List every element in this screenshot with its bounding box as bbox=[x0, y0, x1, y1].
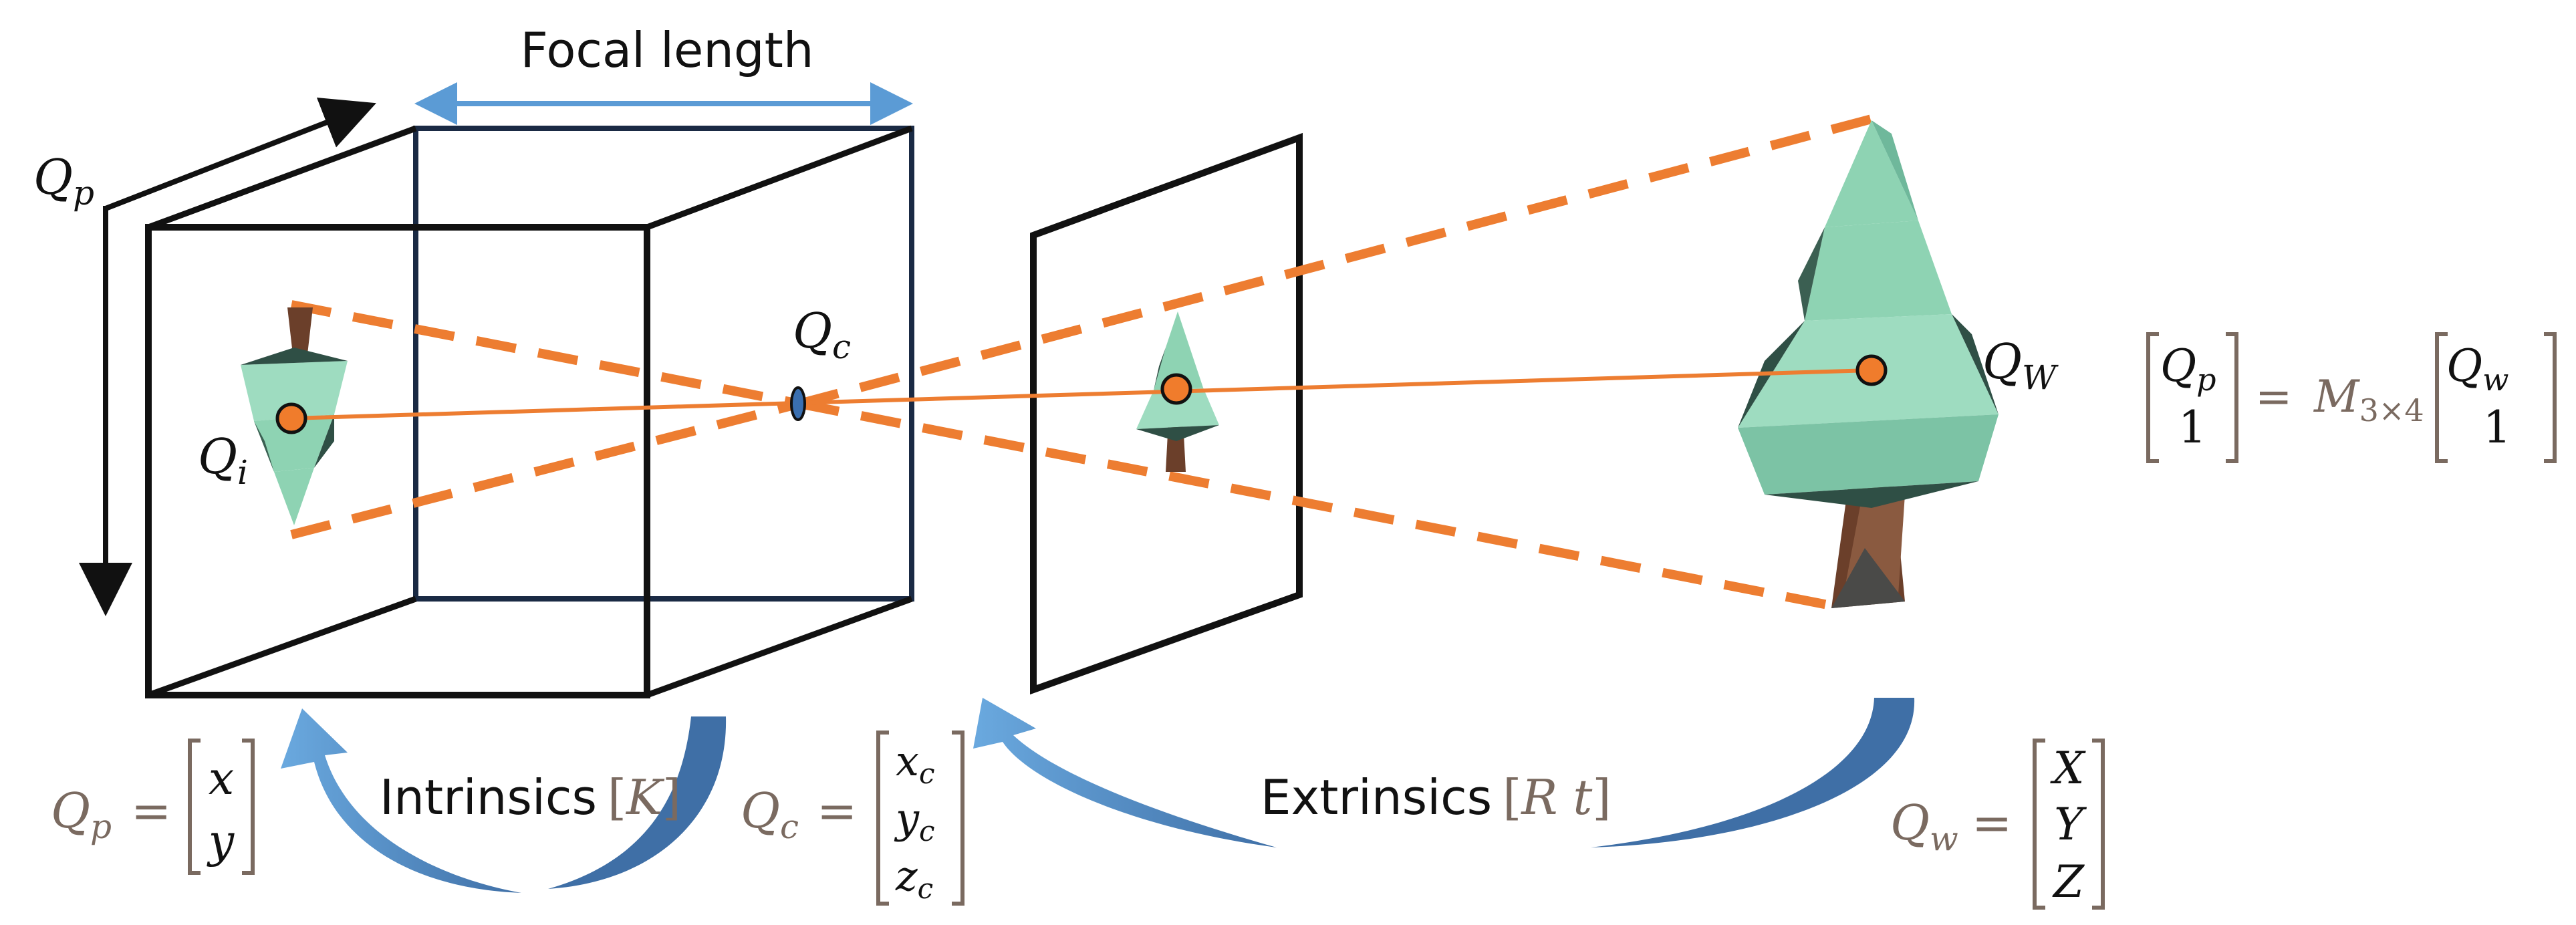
extrinsics-arrow bbox=[973, 698, 1915, 847]
svg-text:y: y bbox=[207, 815, 235, 868]
world-tree bbox=[1738, 120, 1999, 608]
svg-text:Z: Z bbox=[2052, 856, 2085, 908]
camera-edge bbox=[147, 596, 417, 698]
svg-text:M3×4: M3×4 bbox=[2313, 371, 2424, 428]
camera-edge bbox=[646, 125, 913, 231]
svg-text:1: 1 bbox=[2178, 402, 2206, 453]
intrinsics-label: Intrinsics[K] bbox=[380, 769, 681, 825]
camera-back-face bbox=[413, 126, 914, 602]
svg-text:=: = bbox=[817, 783, 857, 839]
point-QW bbox=[1855, 354, 1888, 386]
svg-text:Qc: Qc bbox=[741, 783, 799, 846]
focal-length-label: Focal length bbox=[521, 22, 814, 78]
svg-text:Y: Y bbox=[2054, 799, 2087, 850]
formula-Qc: Qc = xc yc zc bbox=[741, 731, 964, 906]
pixel-axis-x-arrow bbox=[104, 97, 376, 211]
image-plane bbox=[1030, 132, 1303, 695]
ray-top-outer bbox=[798, 114, 1873, 408]
svg-text:zc: zc bbox=[895, 851, 933, 905]
image-plane-tree bbox=[1136, 311, 1219, 472]
extrinsics-label: Extrinsics[R t] bbox=[1261, 769, 1611, 825]
svg-text:=: = bbox=[131, 783, 171, 839]
camera-front-face bbox=[145, 224, 650, 698]
formula-Qw: Qw = X Y Z bbox=[1890, 739, 2105, 910]
svg-text:=: = bbox=[1972, 795, 2012, 851]
projection-formula: Qp 1 = M3×4 Qw 1 bbox=[2146, 332, 2557, 463]
svg-text:xc: xc bbox=[896, 737, 935, 790]
svg-text:=: = bbox=[2255, 371, 2292, 422]
focal-length-indicator: Focal length bbox=[414, 22, 913, 125]
sensor-image-tree bbox=[241, 307, 348, 525]
svg-text:Qw: Qw bbox=[2446, 340, 2508, 398]
svg-text:1: 1 bbox=[2483, 402, 2511, 453]
principal-ray bbox=[291, 368, 1872, 420]
svg-text:Qp: Qp bbox=[2160, 340, 2216, 398]
formula-Qp: Qp = x y bbox=[51, 739, 255, 875]
camera-edge bbox=[646, 596, 913, 698]
pixel-axes bbox=[79, 97, 376, 616]
label-QW: QW bbox=[1982, 334, 2059, 397]
point-Qi bbox=[275, 402, 307, 434]
camera-center-Qc bbox=[790, 386, 806, 421]
intrinsics-arrow bbox=[281, 708, 727, 893]
svg-text:yc: yc bbox=[894, 794, 935, 847]
svg-text:Qp: Qp bbox=[51, 783, 112, 846]
ray-top-inner bbox=[290, 300, 801, 408]
point-image-plane bbox=[1160, 373, 1192, 405]
ray-bottom-inner bbox=[290, 399, 801, 539]
svg-text:Qw: Qw bbox=[1890, 795, 1958, 858]
label-Qp: Qp bbox=[33, 149, 94, 213]
label-Qi: Qi bbox=[198, 428, 248, 492]
svg-text:X: X bbox=[2050, 743, 2087, 794]
svg-text:x: x bbox=[209, 753, 234, 805]
projection-rays bbox=[290, 114, 1873, 613]
label-Qc: Qc bbox=[793, 303, 851, 366]
ray-bottom-outer bbox=[798, 399, 1846, 613]
